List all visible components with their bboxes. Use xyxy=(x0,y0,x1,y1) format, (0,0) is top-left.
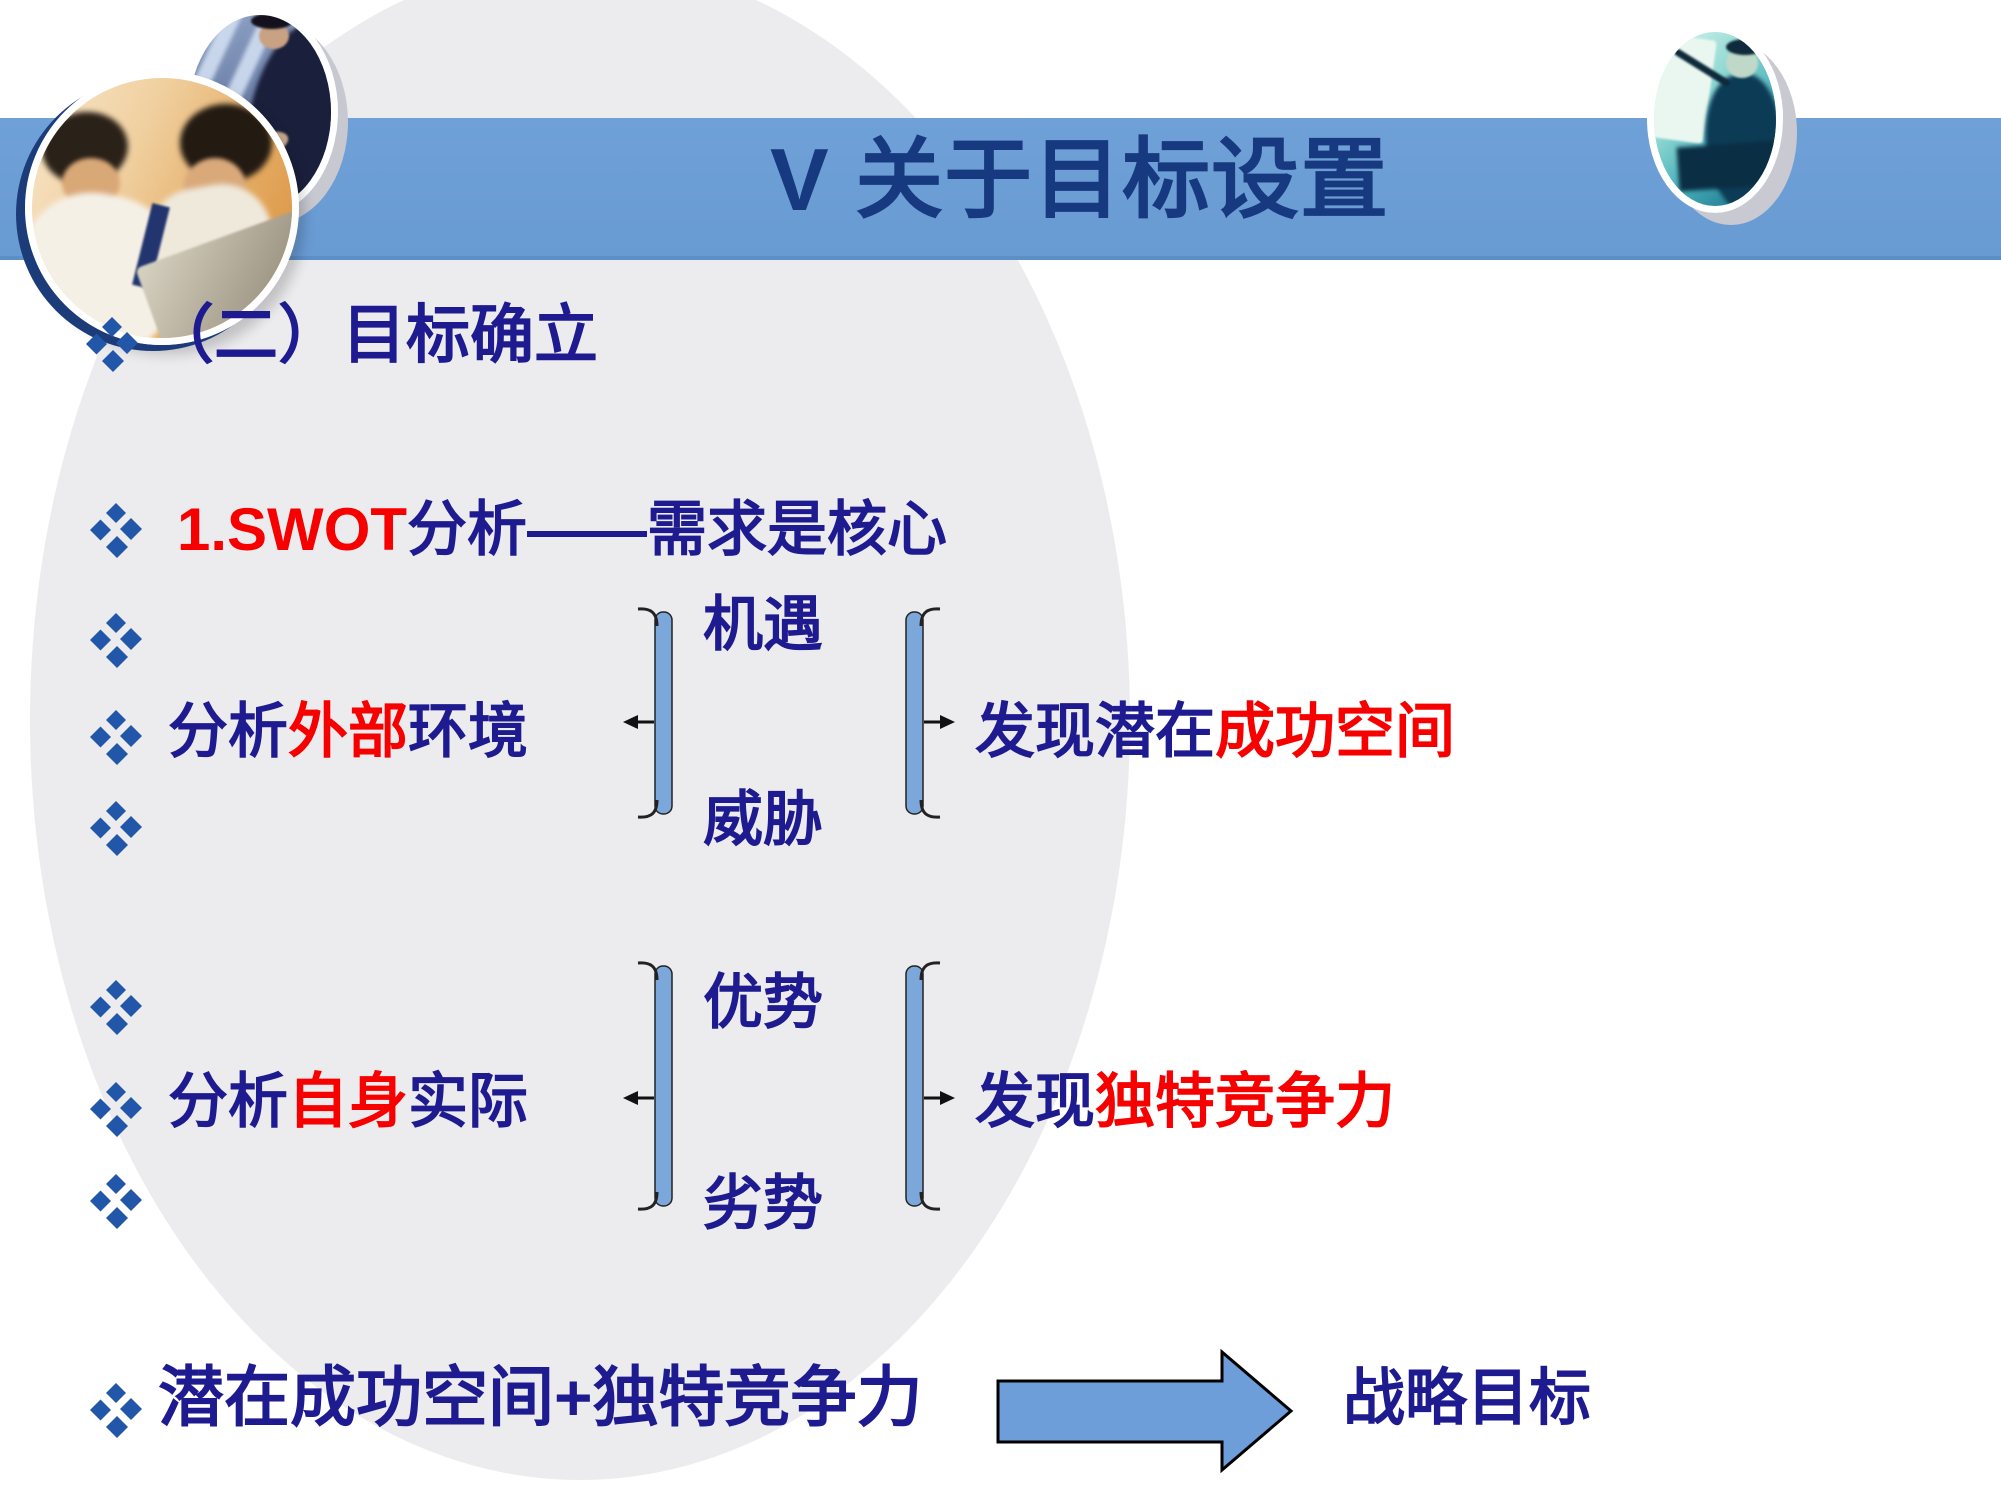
swot-rest: 分析——需求是核心 xyxy=(407,496,948,563)
weakness-label: 劣势 xyxy=(703,1170,823,1237)
strategic-goal-label: 战略目标 xyxy=(1343,1364,1592,1433)
analyze-external-row: 分析外部环境 xyxy=(168,702,528,762)
discover-space-red: 成功空间 xyxy=(1215,698,1455,765)
diamond-bullet xyxy=(90,801,142,856)
upper-right-bracket xyxy=(905,611,924,815)
analyze-self-post: 实际 xyxy=(408,1068,528,1135)
presenter-pointing-chart-photo xyxy=(1647,25,1783,213)
diamond-bullet xyxy=(90,503,142,558)
slide-title: V 关于目标设置 xyxy=(770,130,1390,229)
lower-left-bracket xyxy=(654,965,673,1207)
threat-label: 威胁 xyxy=(703,786,823,853)
analyze-external-post: 环境 xyxy=(408,698,528,765)
diamond-bullet xyxy=(90,710,142,765)
upper-left-bracket xyxy=(654,611,673,815)
team-working-at-computer-photo xyxy=(25,71,299,345)
diamond-bullet xyxy=(90,1082,142,1137)
opportunity-label: 机遇 xyxy=(703,591,823,658)
discover-space-row: 发现潜在成功空间 xyxy=(975,702,1455,762)
swot-row: 1.SWOT分析——需求是核心 xyxy=(177,500,947,560)
diamond-bullet xyxy=(90,1383,142,1438)
discover-advantage-row: 发现独特竞争力 xyxy=(975,1072,1395,1132)
strength-label: 优势 xyxy=(703,969,823,1036)
analyze-self-row: 分析自身实际 xyxy=(168,1072,528,1132)
formula-row: 潜在成功空间+独特竞争力 xyxy=(158,1360,923,1434)
discover-space-pre: 发现潜在 xyxy=(975,698,1215,765)
discover-advantage-red: 独特竞争力 xyxy=(1095,1068,1395,1135)
section-heading: （二）目标确立 xyxy=(150,299,598,371)
analyze-external-pre: 分析 xyxy=(168,698,288,765)
analyze-self-pre: 分析 xyxy=(168,1068,288,1135)
diamond-bullet xyxy=(90,1174,142,1229)
swot-label: 1.SWOT xyxy=(177,496,408,563)
result-arrow xyxy=(996,1348,1294,1474)
discover-advantage-pre: 发现 xyxy=(975,1068,1095,1135)
analyze-self-red: 自身 xyxy=(288,1068,408,1135)
diamond-bullet xyxy=(90,980,142,1035)
diamond-bullet xyxy=(90,613,142,668)
lower-right-bracket xyxy=(905,965,924,1207)
analyze-external-red: 外部 xyxy=(288,698,408,765)
diamond-bullet xyxy=(86,317,138,372)
